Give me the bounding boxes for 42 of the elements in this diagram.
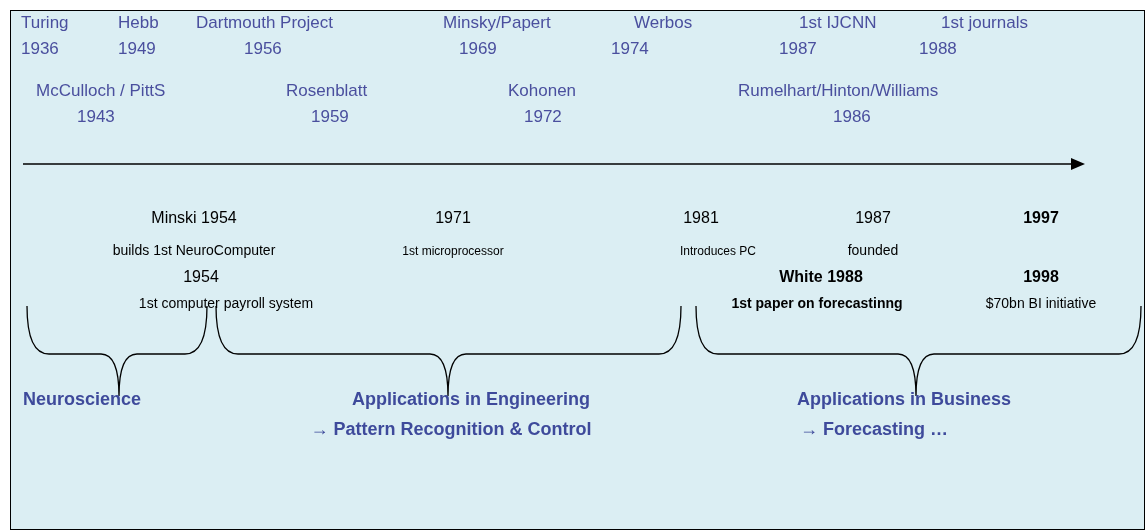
name-label: McCulloch / PittS (36, 81, 166, 101)
event-label: Introduces PC (680, 245, 756, 259)
event-label: 1998 (1023, 268, 1059, 287)
name-label: Rosenblatt (286, 81, 368, 101)
event-label: 1st paper on forecastinng (731, 295, 903, 312)
era-heading: Applications in Business (797, 389, 1011, 410)
name-label: Rumelhart/Hinton/Williams (738, 81, 939, 101)
name-label: 1st IJCNN (799, 13, 877, 33)
event-label: founded (847, 242, 899, 259)
year-label: 1988 (919, 39, 957, 59)
year-label: 1969 (459, 39, 497, 59)
name-label: 1st journals (941, 13, 1028, 33)
year-label: 1974 (611, 39, 649, 59)
year-label: 1943 (77, 107, 115, 127)
year-label: 1949 (118, 39, 156, 59)
year-label: 1936 (21, 39, 59, 59)
event-label: 1971 (435, 209, 471, 228)
event-label: 1987 (855, 209, 891, 228)
event-label: builds 1st NeuroComputer (112, 242, 276, 259)
era-heading: → Pattern Recognition & Control (310, 419, 592, 440)
year-label: 1959 (311, 107, 349, 127)
name-label: Turing (21, 13, 69, 33)
era-heading: Neuroscience (23, 389, 142, 410)
year-label: 1956 (244, 39, 282, 59)
name-label: Dartmouth Project (196, 13, 333, 33)
year-label: 1987 (779, 39, 817, 59)
year-label: 1986 (833, 107, 871, 127)
event-label: $70bn BI initiative (985, 295, 1097, 312)
era-heading: Applications in Engineering (352, 389, 590, 410)
name-label: Kohonen (508, 81, 577, 101)
event-label: 1st microprocessor (402, 245, 504, 259)
event-label: Minski 1954 (151, 209, 237, 228)
event-label: 1997 (1023, 209, 1059, 228)
event-label: White 1988 (779, 268, 863, 287)
event-label: 1954 (183, 268, 219, 287)
name-label: Hebb (118, 13, 159, 33)
name-label: Werbos (634, 13, 693, 33)
event-label: 1981 (683, 209, 719, 228)
event-label: 1st computer payroll system (138, 295, 314, 312)
year-label: 1972 (524, 107, 562, 127)
name-label: Minsky/Papert (443, 13, 551, 33)
era-heading: → Forecasting … (800, 419, 948, 440)
